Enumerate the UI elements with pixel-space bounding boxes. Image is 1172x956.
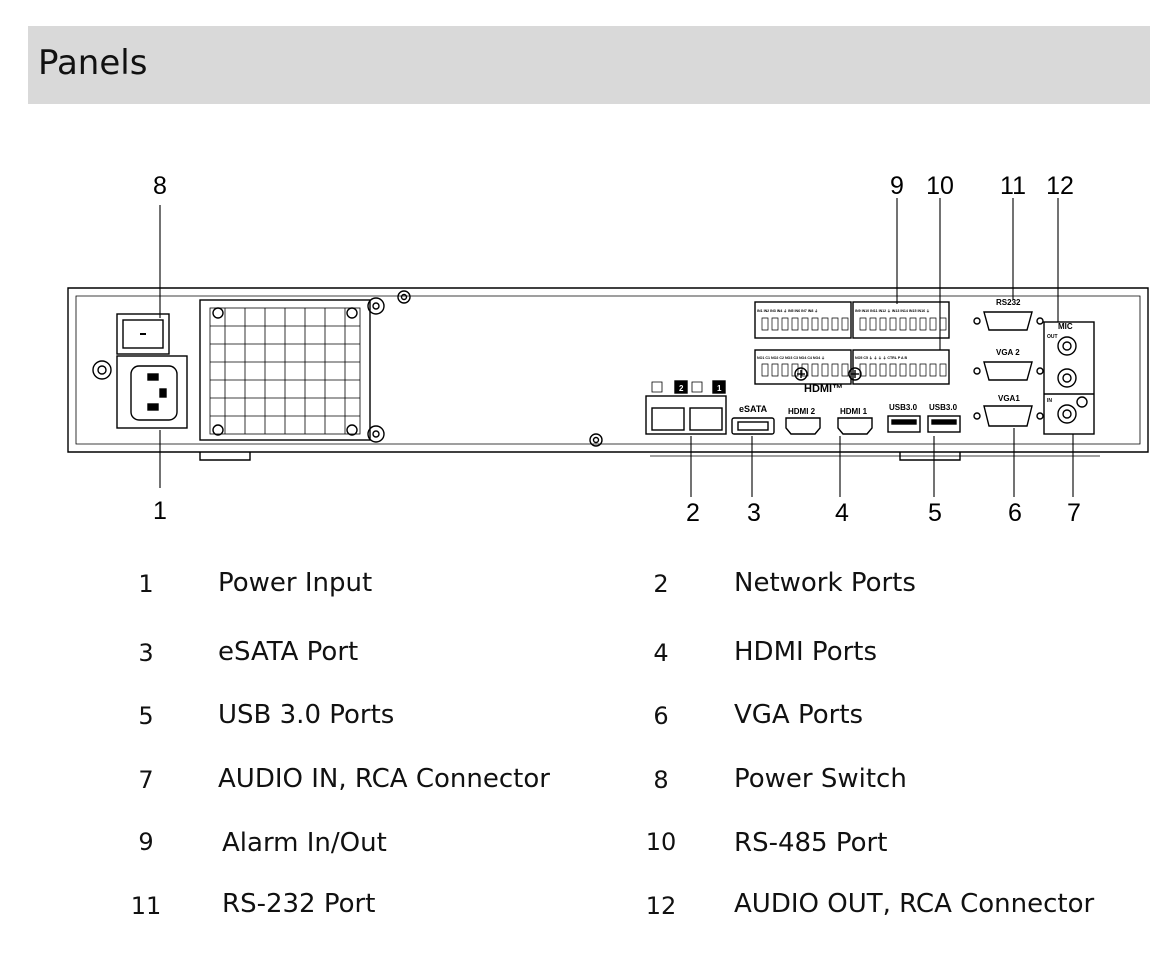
alarm-bottom-right-label: NO5 C5 ⏚ ⏚ ⏚ ⏚ CTRL P A B [855,355,908,360]
legend-label: AUDIO IN, RCA Connector [218,764,550,794]
callout-leader-lines [159,198,1074,497]
legend-number: 10 [645,828,677,856]
legend-number: 7 [138,766,154,794]
legend-label: Power Input [218,568,373,598]
power-switch [116,313,170,355]
legend-label: VGA Ports [734,700,864,730]
legend-number: 9 [138,828,154,856]
legend-label: RS-232 Port [222,889,376,919]
chassis-screw-bottom [589,433,603,447]
esata-port [731,417,775,435]
lan1-label: 1 [717,384,722,393]
rs232-label: RS232 [996,298,1021,307]
vga1-label: VGA1 [998,394,1020,403]
callout-9: 9 [890,172,904,200]
vga2-port [973,361,1044,381]
vga2-label: VGA 2 [996,348,1020,357]
lan2-label: 2 [679,384,684,393]
callout-5: 5 [928,499,942,527]
legend-label: AUDIO OUT, RCA Connector [734,889,1095,919]
audio-in-label: IN [1047,398,1052,404]
esata-label: eSATA [739,404,768,414]
legend-label: USB 3.0 Ports [218,700,395,730]
legend-label: HDMI Ports [734,637,878,667]
audio-out-label: OUT [1047,334,1058,340]
legend-number: 8 [653,766,669,794]
alarm-terminal-block [754,301,950,385]
chassis-screw-top [397,290,411,304]
usb-a-label: USB3.0 [889,403,918,412]
callout-4: 4 [835,499,849,527]
power-input-socket [116,355,188,429]
legend-label: Network Ports [734,568,916,598]
legend-number: 2 [653,570,669,598]
alarm-top-right-label: IN9 IN10 IN11 IN12 ⏚ IN13 IN14 IN15 IN16… [855,308,930,313]
legend-number: 5 [138,702,154,730]
mic-label: MIC [1058,322,1073,331]
legend-label: RS-485 Port [734,828,888,858]
legend-number: 6 [653,702,669,730]
chassis-screw-fan-bottom [367,425,385,443]
callout-6: 6 [1008,499,1022,527]
chassis-outline [67,287,1149,453]
legend-number: 12 [645,892,677,920]
network-ports [645,380,727,435]
callout-12: 12 [1046,172,1074,200]
hdmi2-label: HDMI 2 [788,407,816,416]
callout-7: 7 [1067,499,1081,527]
callout-2: 2 [686,499,700,527]
audio-rca-block [1043,321,1095,435]
alarm-bottom-left-label: NO1 C1 NO2 C2 NO3 C3 NO4 C4 NO4 ⏚ [757,355,825,360]
callout-3: 3 [747,499,761,527]
legend-label: eSATA Port [218,637,359,667]
legend-number: 3 [138,639,154,667]
section-header: Panels [28,26,1150,104]
rear-panel-diagram: eSATA HDMI 2 HDMI 1 HDMI™ USB3.0 USB3.0 … [67,198,1149,497]
callout-10: 10 [926,172,954,200]
rs232-port [973,311,1044,331]
hdmi-group-label: HDMI™ [804,383,843,395]
fan-grille [199,299,371,441]
legend-number: 1 [138,570,154,598]
legend-number: 11 [130,892,162,920]
legend-label: Power Switch [734,764,907,794]
chassis-screw-left [92,360,112,380]
usb-b-label: USB3.0 [929,403,958,412]
alarm-top-left-label: IN1 IN2 IN3 IN4 ⏚ IN5 IN6 IN7 IN8 ⏚ [757,308,818,313]
page-title: Panels [38,43,148,83]
hdmi1-label: HDMI 1 [840,407,868,416]
callout-1: 1 [153,497,167,525]
chassis-screw-fan-top [367,297,385,315]
legend-number: 4 [653,639,669,667]
legend-label: Alarm In/Out [222,828,387,858]
hdmi-ports [785,367,873,435]
vga1-port [973,405,1044,427]
callout-8: 8 [153,172,167,200]
usb-ports [887,415,961,433]
callout-11: 11 [1000,172,1026,200]
